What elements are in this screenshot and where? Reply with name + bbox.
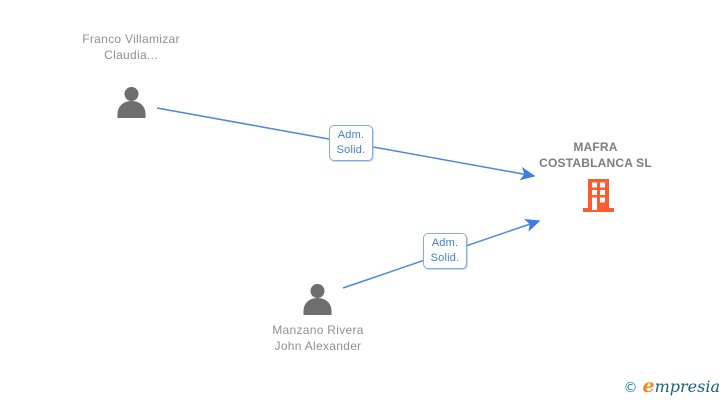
edge-label-person2-company: Adm. Solid. xyxy=(423,233,467,269)
person-silhouette-icon xyxy=(303,284,332,315)
edge-label-text: Adm. Solid. xyxy=(430,237,460,264)
person2-name-label[interactable]: Manzano Rivera John Alexander xyxy=(272,323,364,353)
logo-brand-initial: e xyxy=(642,375,655,397)
building-icon xyxy=(583,179,614,212)
empresia-logo: © e mpresia xyxy=(624,375,721,397)
edge-label-person1-company: Adm. Solid. xyxy=(329,125,373,161)
logo-brand-rest: mpresia xyxy=(654,377,720,396)
company-name-label[interactable]: MAFRA COSTABLANCA SL xyxy=(539,140,652,170)
copyright-icon: © xyxy=(623,380,638,396)
person-silhouette-icon xyxy=(117,87,146,118)
person1-icon[interactable] xyxy=(114,86,149,123)
company-building-icon[interactable] xyxy=(580,177,617,219)
edge-label-text: Adm. Solid. xyxy=(336,129,366,156)
person1-name-label[interactable]: Franco Villamizar Claudia... xyxy=(82,32,180,62)
person2-icon[interactable] xyxy=(300,283,335,320)
